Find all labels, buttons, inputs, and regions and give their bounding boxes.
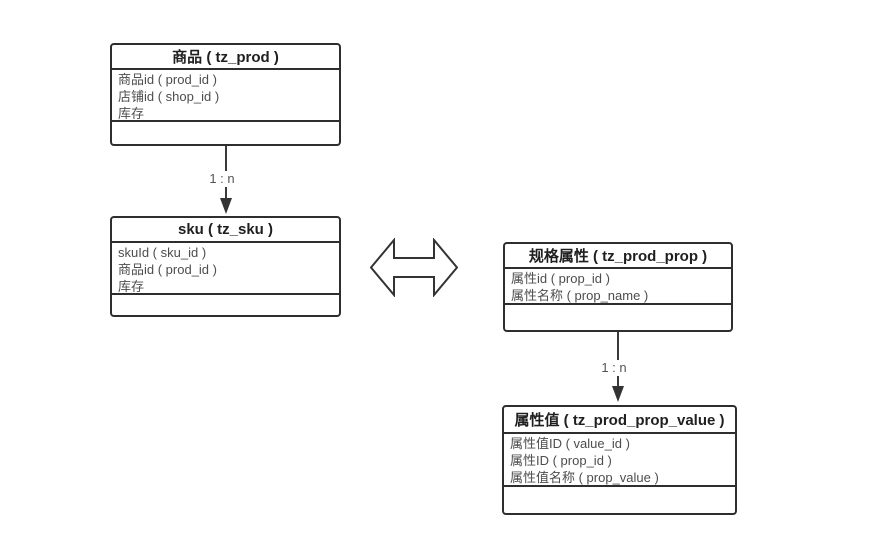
connector-line <box>617 332 619 386</box>
entity-field: 商品id ( prod_id ) <box>118 262 217 277</box>
entity-field-list: skuId ( sku_id ) 商品id ( prod_id ) 库存 <box>112 243 339 294</box>
entity-field: 属性id ( prop_id ) <box>511 271 610 286</box>
entity-field: 库存 <box>118 106 145 121</box>
cardinality-label: 1 : n <box>197 171 247 187</box>
entity-field: 库存 <box>118 279 145 294</box>
entity-prod-prop-value[interactable]: 属性值 ( tz_prod_prop_value ) 属性值ID ( value… <box>502 405 737 515</box>
entity-field: skuId ( sku_id ) <box>118 245 207 260</box>
entity-field: 商品id ( prod_id ) <box>118 72 217 87</box>
entity-sku[interactable]: sku ( tz_sku ) skuId ( sku_id ) 商品id ( p… <box>110 216 341 317</box>
arrowhead-down-icon <box>612 386 624 402</box>
entity-footer-section <box>505 303 731 330</box>
entity-field: 属性ID ( prop_id ) <box>510 453 612 468</box>
entity-title: 商品 ( tz_prod ) <box>112 45 339 70</box>
entity-footer-section <box>112 293 339 315</box>
entity-footer-section <box>112 120 339 144</box>
cardinality-label: 1 : n <box>589 360 639 376</box>
entity-title: 属性值 ( tz_prod_prop_value ) <box>504 407 735 434</box>
entity-prod[interactable]: 商品 ( tz_prod ) 商品id ( prod_id ) 店铺id ( s… <box>110 43 341 146</box>
entity-prod-prop[interactable]: 规格属性 ( tz_prod_prop ) 属性id ( prop_id ) 属… <box>503 242 733 332</box>
entity-field: 属性名称 ( prop_name ) <box>511 288 649 303</box>
entity-field: 属性值名称 ( prop_value ) <box>510 470 659 485</box>
entity-field-list: 商品id ( prod_id ) 店铺id ( shop_id ) 库存 <box>112 70 339 121</box>
arrowhead-down-icon <box>220 198 232 214</box>
entity-field: 店铺id ( shop_id ) <box>118 89 220 104</box>
entity-field-list: 属性值ID ( value_id ) 属性ID ( prop_id ) 属性值名… <box>504 434 735 485</box>
entity-title: 规格属性 ( tz_prod_prop ) <box>505 244 731 269</box>
double-arrow-icon[interactable] <box>370 238 458 297</box>
entity-field: 属性值ID ( value_id ) <box>510 436 630 451</box>
entity-field-list: 属性id ( prop_id ) 属性名称 ( prop_name ) <box>505 269 731 303</box>
entity-title: sku ( tz_sku ) <box>112 218 339 243</box>
entity-footer-section <box>504 485 735 513</box>
